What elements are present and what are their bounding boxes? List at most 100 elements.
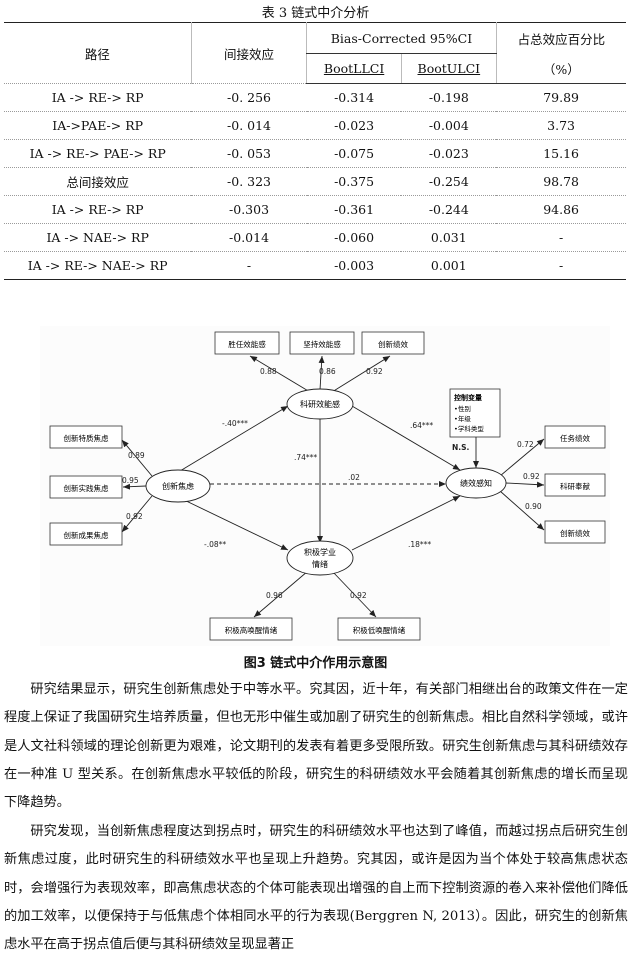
- control-title: 控制变量: [454, 393, 482, 402]
- indicator-perf-1: 任务绩效: [544, 425, 606, 449]
- indicator-eff-3: 创新绩效: [361, 331, 425, 355]
- loading-eff-1: 0.88: [260, 367, 277, 376]
- cell-indirect: -0. 053: [191, 139, 307, 168]
- table-caption: 表 3 链式中介分析: [261, 6, 370, 21]
- indicator-anx-1: 创新特质焦虑: [49, 425, 123, 449]
- body-paragraph-1: 研究结果显示，研究生创新焦虑处于中等水平。究其因，近十年，有关部门相继出台的政策…: [4, 676, 628, 817]
- cell-path: IA -> NAE-> RP: [4, 223, 192, 252]
- indicator-anx-2: 创新实践焦虑: [49, 475, 123, 499]
- cell-pct: -: [496, 223, 626, 252]
- path-anx-emo: -.08**: [204, 540, 226, 549]
- indicator-perf-3-label: 创新绩效: [560, 528, 590, 538]
- cell-pct: 98.78: [496, 167, 626, 196]
- path-anx-eff: -.40***: [222, 419, 248, 428]
- node-emotion-label-2: 情绪: [312, 559, 328, 569]
- cell-path: IA -> RE-> PAE-> RP: [4, 139, 192, 168]
- control-variables-box: 控制变量 •性别 •年级 •学科类型: [449, 388, 501, 438]
- header-ci: Bias-Corrected 95%CI: [306, 22, 497, 54]
- header-pct-line1: 占总效应百分比: [495, 22, 626, 54]
- paragraph-text: 研究发现，当创新焦虑程度达到拐点时，研究生的科研绩效水平也达到了峰值，而越过拐点…: [4, 824, 628, 953]
- cell-ulci: 0.031: [401, 223, 497, 252]
- loading-anx-2: 0.95: [122, 476, 139, 485]
- cell-path: IA -> RE-> NAE-> RP: [4, 251, 192, 280]
- cell-llci: -0.314: [306, 83, 402, 112]
- cell-ulci: 0.001: [401, 251, 497, 280]
- indicator-anx-3-label: 创新成果焦虑: [64, 530, 109, 540]
- cell-pct: -: [496, 251, 626, 280]
- node-performance: 绩效感知: [445, 467, 507, 499]
- indicator-emo-2-label: 积极低唤醒情绪: [353, 625, 406, 635]
- cell-indirect: -0. 256: [191, 83, 307, 112]
- loading-anx-3: 0.92: [126, 512, 143, 521]
- table-row: IA->PAE-> RP -0. 014 -0.023 -0.004 3.73: [4, 111, 626, 140]
- cell-llci: -0.023: [306, 111, 402, 140]
- indicator-emo-1: 积极高唤醒情绪: [209, 617, 293, 641]
- indicator-eff-2-label: 坚持效能感: [303, 339, 341, 349]
- node-emotion: 积极学业 情绪: [286, 540, 354, 576]
- cell-ulci: -0.023: [401, 139, 497, 168]
- cell-indirect: -0. 323: [191, 167, 307, 196]
- path-control-perf: N.S.: [452, 443, 470, 452]
- node-emotion-label-1: 积极学业: [304, 547, 336, 557]
- indicator-anx-1-label: 创新特质焦虑: [64, 433, 109, 443]
- loading-perf-1: 0.72: [517, 440, 534, 449]
- control-item: •性别: [454, 404, 471, 413]
- indicator-perf-3: 创新绩效: [544, 520, 606, 544]
- cell-pct: 94.86: [496, 195, 626, 224]
- indicator-eff-3-label: 创新绩效: [378, 339, 408, 349]
- header-indirect: 间接效应: [190, 22, 307, 84]
- table-row: IA -> RE-> RP -0.303 -0.361 -0.244 94.86: [4, 195, 626, 224]
- indicator-anx-2-label: 创新实践焦虑: [64, 483, 109, 493]
- cell-llci: -0.375: [306, 167, 402, 196]
- table-row: IA -> RE-> PAE-> RP -0. 053 -0.075 -0.02…: [4, 139, 626, 168]
- cell-llci: -0.361: [306, 195, 402, 224]
- control-item: •学科类型: [454, 424, 484, 433]
- mediation-table: 路径 间接效应 Bias-Corrected 95%CI 占总效应百分比 Boo…: [4, 22, 626, 280]
- cell-ulci: -0.198: [401, 83, 497, 112]
- table-row: IA -> RE-> RP -0. 256 -0.314 -0.198 79.8…: [4, 83, 626, 112]
- cell-llci: -0.075: [306, 139, 402, 168]
- cell-pct: 79.89: [496, 83, 626, 112]
- indicator-anx-3: 创新成果焦虑: [49, 522, 123, 546]
- cell-ulci: -0.244: [401, 195, 497, 224]
- cell-indirect: -: [191, 251, 307, 280]
- header-path: 路径: [4, 22, 192, 84]
- indicator-perf-2-label: 科研奉献: [560, 481, 590, 491]
- node-efficacy-label: 科研效能感: [300, 399, 340, 409]
- path-eff-perf: .64***: [410, 421, 433, 430]
- indicator-eff-1-label: 胜任效能感: [228, 339, 266, 349]
- paragraph-text: 研究结果显示，研究生创新焦虑处于中等水平。究其因，近十年，有关部门相继出台的政策…: [4, 682, 628, 811]
- loading-emo-2: 0.92: [350, 591, 367, 600]
- cell-llci: -0.060: [306, 223, 402, 252]
- node-anxiety: 创新焦虑: [145, 469, 211, 503]
- loading-emo-1: 0.96: [266, 591, 283, 600]
- path-emo-perf: .18***: [408, 540, 431, 549]
- table-row: 总间接效应 -0. 323 -0.375 -0.254 98.78: [4, 167, 626, 196]
- node-performance-label: 绩效感知: [460, 478, 492, 488]
- control-item: •年级: [454, 414, 471, 423]
- bootulci-label: BootULCI: [417, 61, 481, 76]
- indicator-perf-1-label: 任务绩效: [560, 433, 590, 443]
- indicator-emo-1-label: 积极高唤醒情绪: [225, 625, 278, 635]
- cell-pct: 15.16: [496, 139, 626, 168]
- bootllci-label: BootLLCI: [323, 61, 385, 76]
- cell-path: IA -> RE-> RP: [4, 83, 192, 112]
- cell-indirect: -0. 014: [191, 111, 307, 140]
- header-bootulci: BootULCI: [400, 53, 497, 84]
- path-eff-emo: .74***: [294, 453, 317, 462]
- table-row: IA -> NAE-> RP -0.014 -0.060 0.031 -: [4, 223, 626, 252]
- cell-ulci: -0.254: [401, 167, 497, 196]
- indicator-eff-1: 胜任效能感: [214, 331, 280, 355]
- table-row: IA -> RE-> NAE-> RP - -0.003 0.001 -: [4, 251, 626, 280]
- figure-caption: 图3 链式中介作用示意图: [243, 656, 388, 671]
- indicator-emo-2: 积极低唤醒情绪: [337, 617, 421, 641]
- loading-perf-2: 0.92: [523, 472, 540, 481]
- cell-llci: -0.003: [306, 251, 402, 280]
- path-anx-perf: .02: [348, 473, 360, 482]
- cell-indirect: -0.303: [191, 195, 307, 224]
- node-efficacy: 科研效能感: [286, 388, 354, 420]
- indicator-perf-2: 科研奉献: [544, 473, 606, 497]
- loading-eff-3: 0.92: [366, 367, 383, 376]
- loading-eff-2: 0.86: [319, 367, 336, 376]
- cell-ulci: -0.004: [401, 111, 497, 140]
